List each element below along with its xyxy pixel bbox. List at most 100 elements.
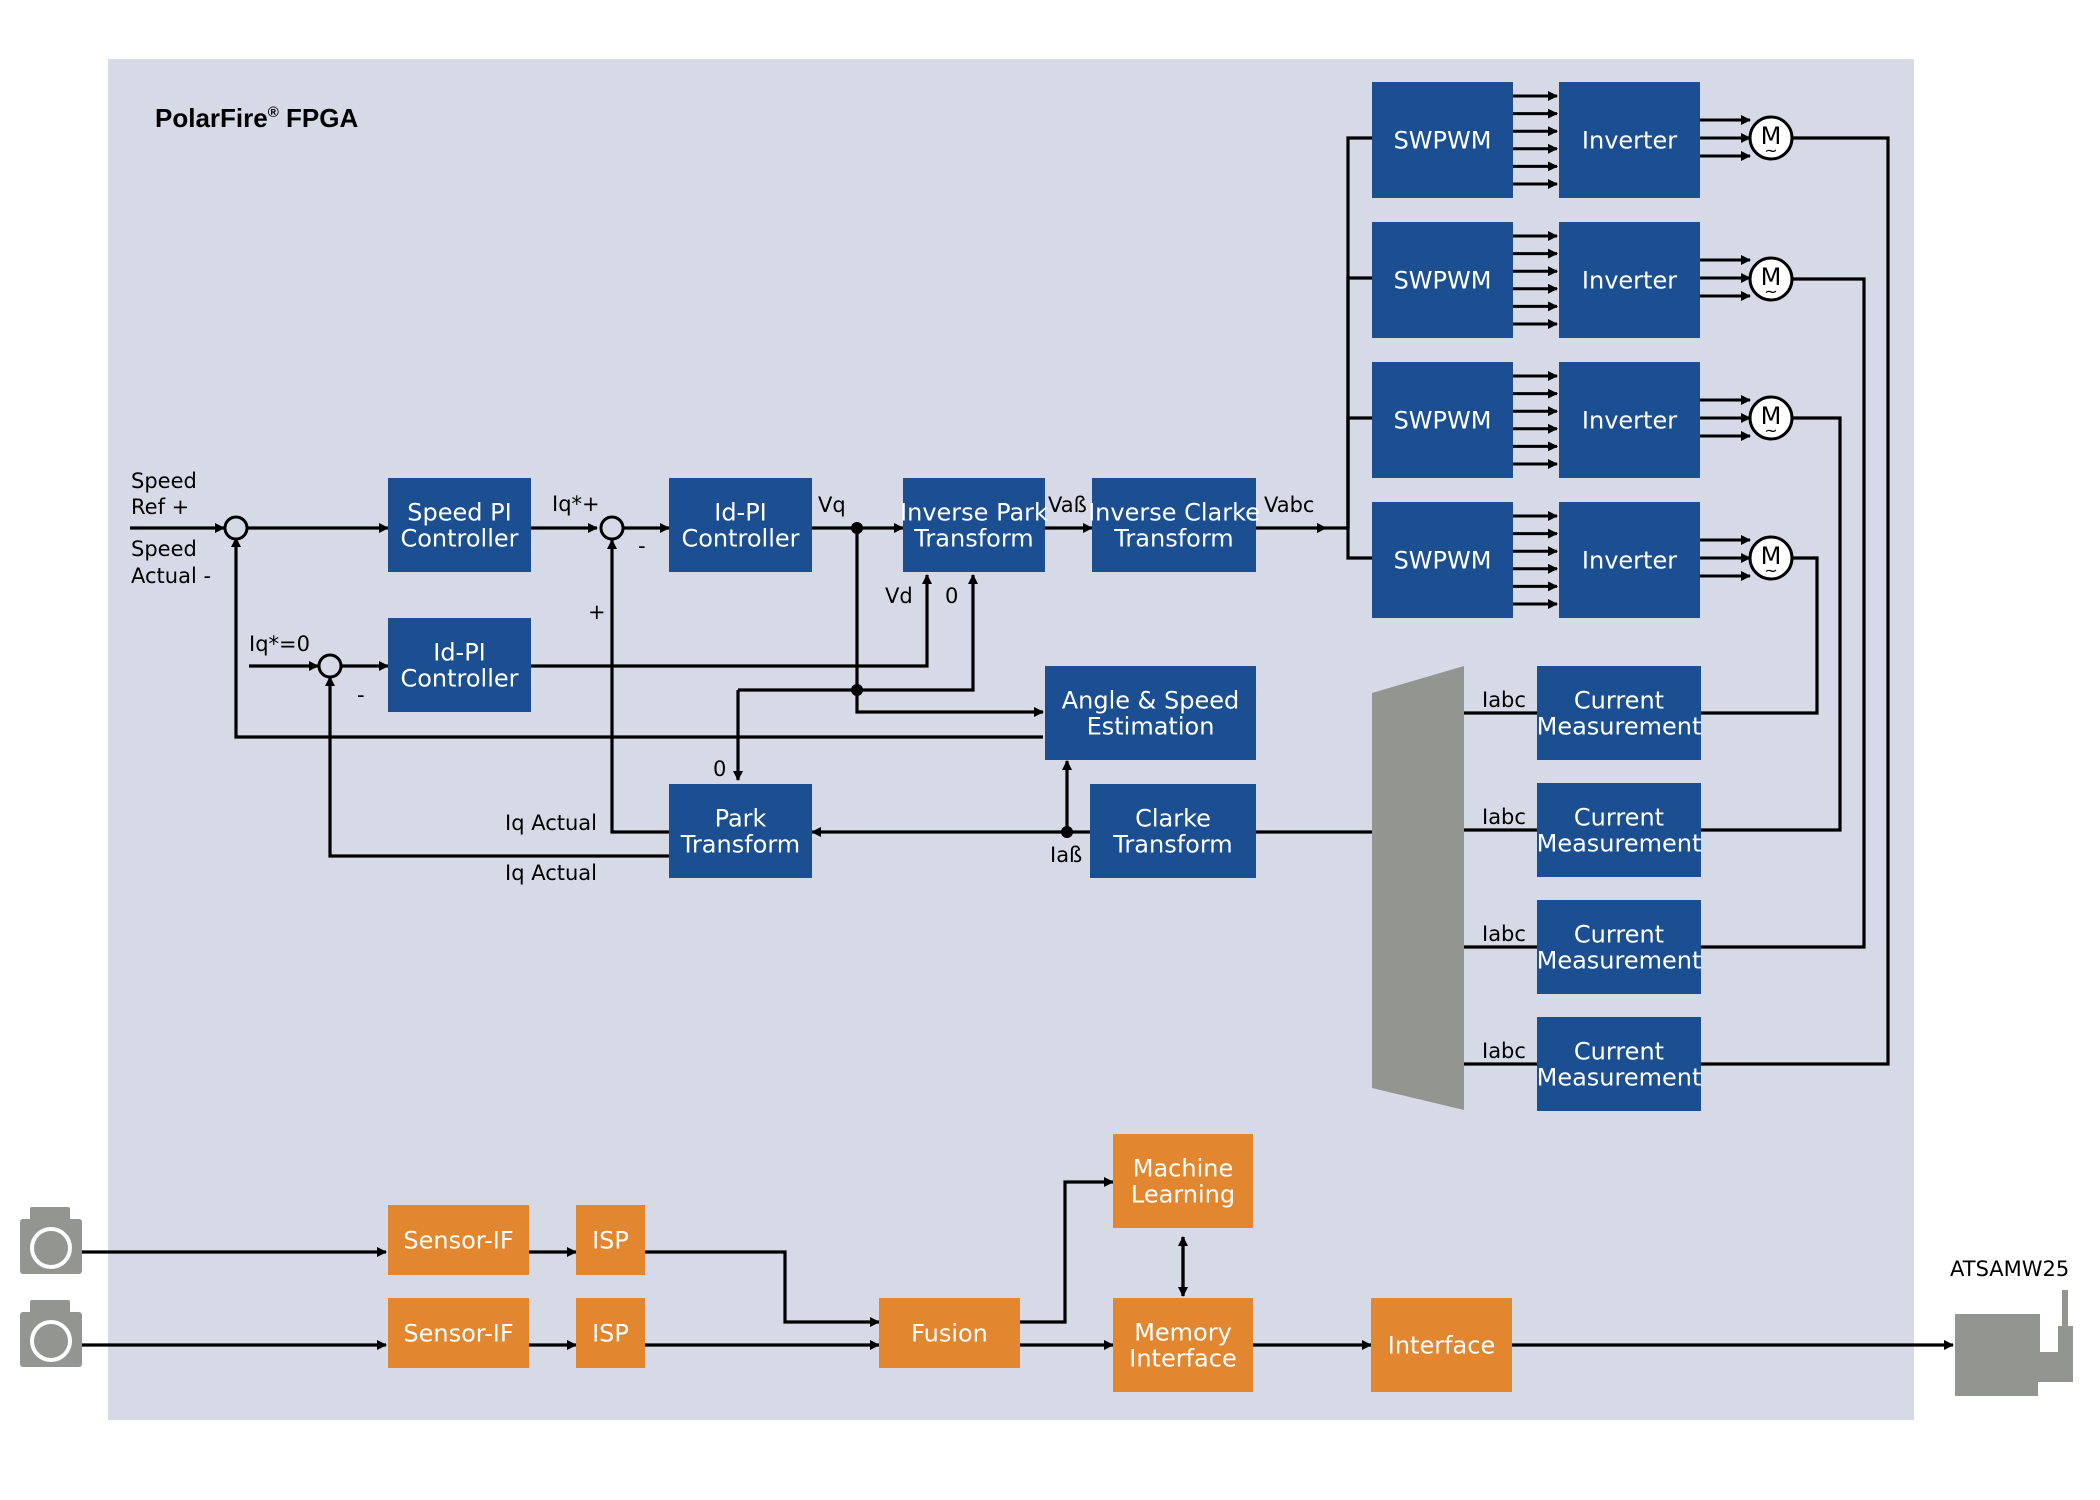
label-speed-actual-2: Actual - bbox=[131, 564, 211, 588]
motor-icon: M~ bbox=[1748, 395, 1794, 441]
current-measurement-block-2-rect bbox=[1537, 783, 1701, 877]
current-measurement-block-3-rect bbox=[1537, 900, 1701, 994]
inverse-park-block-label-2: Transform bbox=[913, 524, 1033, 552]
clarke-block-label-2: Transform bbox=[1112, 830, 1232, 858]
park-block-rect bbox=[669, 784, 812, 878]
fpga-title: PolarFire® FPGA bbox=[155, 103, 358, 133]
signal-labels: Speed Ref + Speed Actual - Iq*+ - + Iq*=… bbox=[131, 469, 2069, 1281]
sensor-if-block-1-rect bbox=[388, 1205, 529, 1275]
sensor-if-block-1-label-1: Sensor-IF bbox=[403, 1226, 513, 1254]
current-measurement-block-4-label-1: Current bbox=[1574, 1037, 1664, 1065]
label-atsamw25: ATSAMW25 bbox=[1950, 1257, 2069, 1281]
machine-learning-block-label-2: Learning bbox=[1131, 1180, 1235, 1208]
label-iq-zero: Iq*=0 bbox=[249, 632, 310, 656]
motor-icon: M~ bbox=[1748, 256, 1794, 302]
speed-pi-block-label-2: Controller bbox=[400, 524, 518, 552]
camera-icon bbox=[20, 1207, 82, 1274]
machine-learning-block-rect bbox=[1113, 1134, 1253, 1228]
memory-interface-block-rect bbox=[1113, 1298, 1253, 1392]
inverter-block-3: Inverter bbox=[1559, 362, 1700, 478]
angle-speed-block-label-1: Angle & Speed bbox=[1062, 686, 1240, 714]
current-mux bbox=[1372, 666, 1464, 1110]
sensor-if-block-2: Sensor-IF bbox=[388, 1298, 529, 1368]
interface-block-rect bbox=[1371, 1298, 1512, 1392]
motor-tilde: ~ bbox=[1764, 421, 1777, 440]
atsamw25-module-icon bbox=[1955, 1290, 2073, 1396]
motor-tilde: ~ bbox=[1764, 282, 1777, 301]
current-measurement-block-3-label-2: Measurement bbox=[1537, 946, 1702, 974]
inverse-park-block-label-1: Inverse Park bbox=[900, 498, 1048, 526]
speed-pi-block-label-1: Speed PI bbox=[407, 498, 511, 526]
sensor-if-block-1: Sensor-IF bbox=[388, 1205, 529, 1275]
interface-block: Interface bbox=[1371, 1298, 1512, 1392]
swpwm-block-1-rect bbox=[1372, 82, 1513, 198]
inverter-block-2-label-1: Inverter bbox=[1582, 266, 1677, 294]
inverter-block-4: Inverter bbox=[1559, 502, 1700, 618]
inverter-block-3-rect bbox=[1559, 362, 1700, 478]
fusion-block-rect bbox=[879, 1298, 1020, 1368]
label-zero-park: 0 bbox=[713, 757, 726, 781]
sensor-if-block-2-rect bbox=[388, 1298, 529, 1368]
label-minus-sum2: - bbox=[638, 534, 646, 558]
isp-block-2-label-1: ISP bbox=[592, 1319, 629, 1347]
motor-label: M bbox=[1761, 542, 1782, 570]
id-pi-top-block-label-2: Controller bbox=[681, 524, 799, 552]
swpwm-block-3-rect bbox=[1372, 362, 1513, 478]
isp-block-1-label-1: ISP bbox=[592, 1226, 629, 1254]
motor-label: M bbox=[1761, 263, 1782, 291]
inverter-block-4-label-1: Inverter bbox=[1582, 546, 1677, 574]
current-measurement-block-2-label-2: Measurement bbox=[1537, 829, 1702, 857]
inverter-block-4-rect bbox=[1559, 502, 1700, 618]
motor-icon: M~ bbox=[1748, 115, 1794, 161]
motor-tilde: ~ bbox=[1764, 141, 1777, 160]
swpwm-block-2-rect bbox=[1372, 222, 1513, 338]
swpwm-block-2-label-1: SWPWM bbox=[1394, 266, 1492, 294]
inverse-clarke-block-label-1: Inverse Clarke bbox=[1088, 498, 1260, 526]
angle-speed-block-label-2: Estimation bbox=[1087, 712, 1215, 740]
inverter-block-1-label-1: Inverter bbox=[1582, 126, 1677, 154]
label-iabc-4: Iabc bbox=[1482, 1039, 1526, 1063]
swpwm-block-1-label-1: SWPWM bbox=[1394, 126, 1492, 154]
fusion-block: Fusion bbox=[879, 1298, 1020, 1368]
summing-junctions bbox=[223, 515, 625, 679]
label-iabc-2: Iabc bbox=[1482, 805, 1526, 829]
current-measurement-block-3-label-1: Current bbox=[1574, 920, 1664, 948]
inverter-block-2-rect bbox=[1559, 222, 1700, 338]
swpwm-block-3: SWPWM bbox=[1372, 362, 1513, 478]
isp-block-1-rect bbox=[576, 1205, 645, 1275]
current-measurement-block-1-label-2: Measurement bbox=[1537, 712, 1702, 740]
junction-dots bbox=[851, 522, 1073, 838]
label-vab: Vaß bbox=[1048, 493, 1087, 517]
camera-icon bbox=[20, 1300, 82, 1367]
label-vabc: Vabc bbox=[1264, 493, 1314, 517]
swpwm-block-3-label-1: SWPWM bbox=[1394, 406, 1492, 434]
label-vd: Vd bbox=[885, 584, 913, 608]
memory-interface-block-label-1: Memory bbox=[1134, 1318, 1232, 1346]
label-iabc-3: Iabc bbox=[1482, 922, 1526, 946]
label-iq-actual-2: Iq Actual bbox=[505, 861, 597, 885]
inverse-clarke-block-rect bbox=[1092, 478, 1256, 572]
inverter-block-3-label-1: Inverter bbox=[1582, 406, 1677, 434]
isp-block-1: ISP bbox=[576, 1205, 645, 1275]
current-measurement-block-2-label-1: Current bbox=[1574, 803, 1664, 831]
isp-block-2: ISP bbox=[576, 1298, 645, 1368]
label-speed-ref-2: Ref + bbox=[131, 495, 189, 519]
label-iq-plus: Iq*+ bbox=[552, 492, 600, 516]
label-plus-sum2: + bbox=[588, 600, 606, 624]
id-pi-top-block-label-1: Id-PI bbox=[714, 498, 767, 526]
id-pi-bottom-block-label-1: Id-PI bbox=[433, 638, 486, 666]
swpwm-block-4-rect bbox=[1372, 502, 1513, 618]
id-pi-bottom-block-label-2: Controller bbox=[400, 664, 518, 692]
id-pi-bottom-block-rect bbox=[388, 618, 531, 712]
